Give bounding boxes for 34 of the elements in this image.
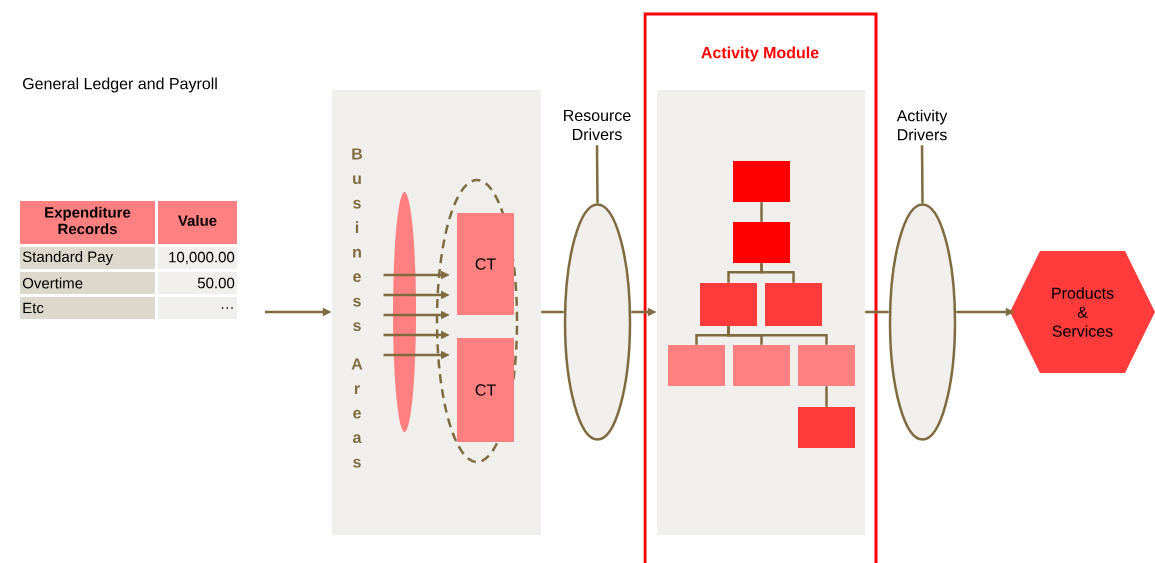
- table-cell: Etc: [20, 297, 155, 319]
- ct-box: CT: [457, 213, 514, 315]
- org-box: [668, 345, 725, 386]
- connector-line: [865, 310, 889, 314]
- org-box: [765, 283, 822, 326]
- org-box: [798, 407, 855, 448]
- org-box: [798, 345, 855, 386]
- connector-line: [920, 145, 924, 204]
- table-cell: Standard Pay: [20, 247, 155, 269]
- table-cell: Value: [158, 201, 237, 244]
- driver-ellipse: [563, 203, 632, 441]
- table-cell: 10,000.00: [158, 247, 237, 269]
- module-frame: Activity Module: [643, 12, 878, 563]
- org-box: [700, 283, 757, 326]
- ellipse: [393, 192, 416, 432]
- table-cell: 50.00: [158, 272, 237, 294]
- org-box: [733, 222, 790, 263]
- driver-ellipse: [888, 203, 957, 441]
- connector-line: [760, 202, 763, 222]
- connector-line: [825, 386, 828, 407]
- connector-line: [727, 326, 828, 345]
- connector-line: [541, 310, 564, 314]
- table-cell: Overtime: [20, 272, 155, 294]
- driver-label: Resource Drivers: [564, 109, 631, 141]
- connector-line: [595, 145, 599, 204]
- table-cell: …: [158, 297, 237, 319]
- table-cell: Expenditure Records: [20, 201, 155, 244]
- org-box: [733, 345, 790, 386]
- driver-label: Activity Drivers: [896, 109, 948, 141]
- hexagon: Products & Services: [1010, 251, 1155, 373]
- ct-box: CT: [457, 338, 514, 442]
- connector-line: [760, 263, 795, 283]
- org-box: [733, 161, 790, 202]
- source-label: General Ledger and Payroll: [23, 77, 217, 93]
